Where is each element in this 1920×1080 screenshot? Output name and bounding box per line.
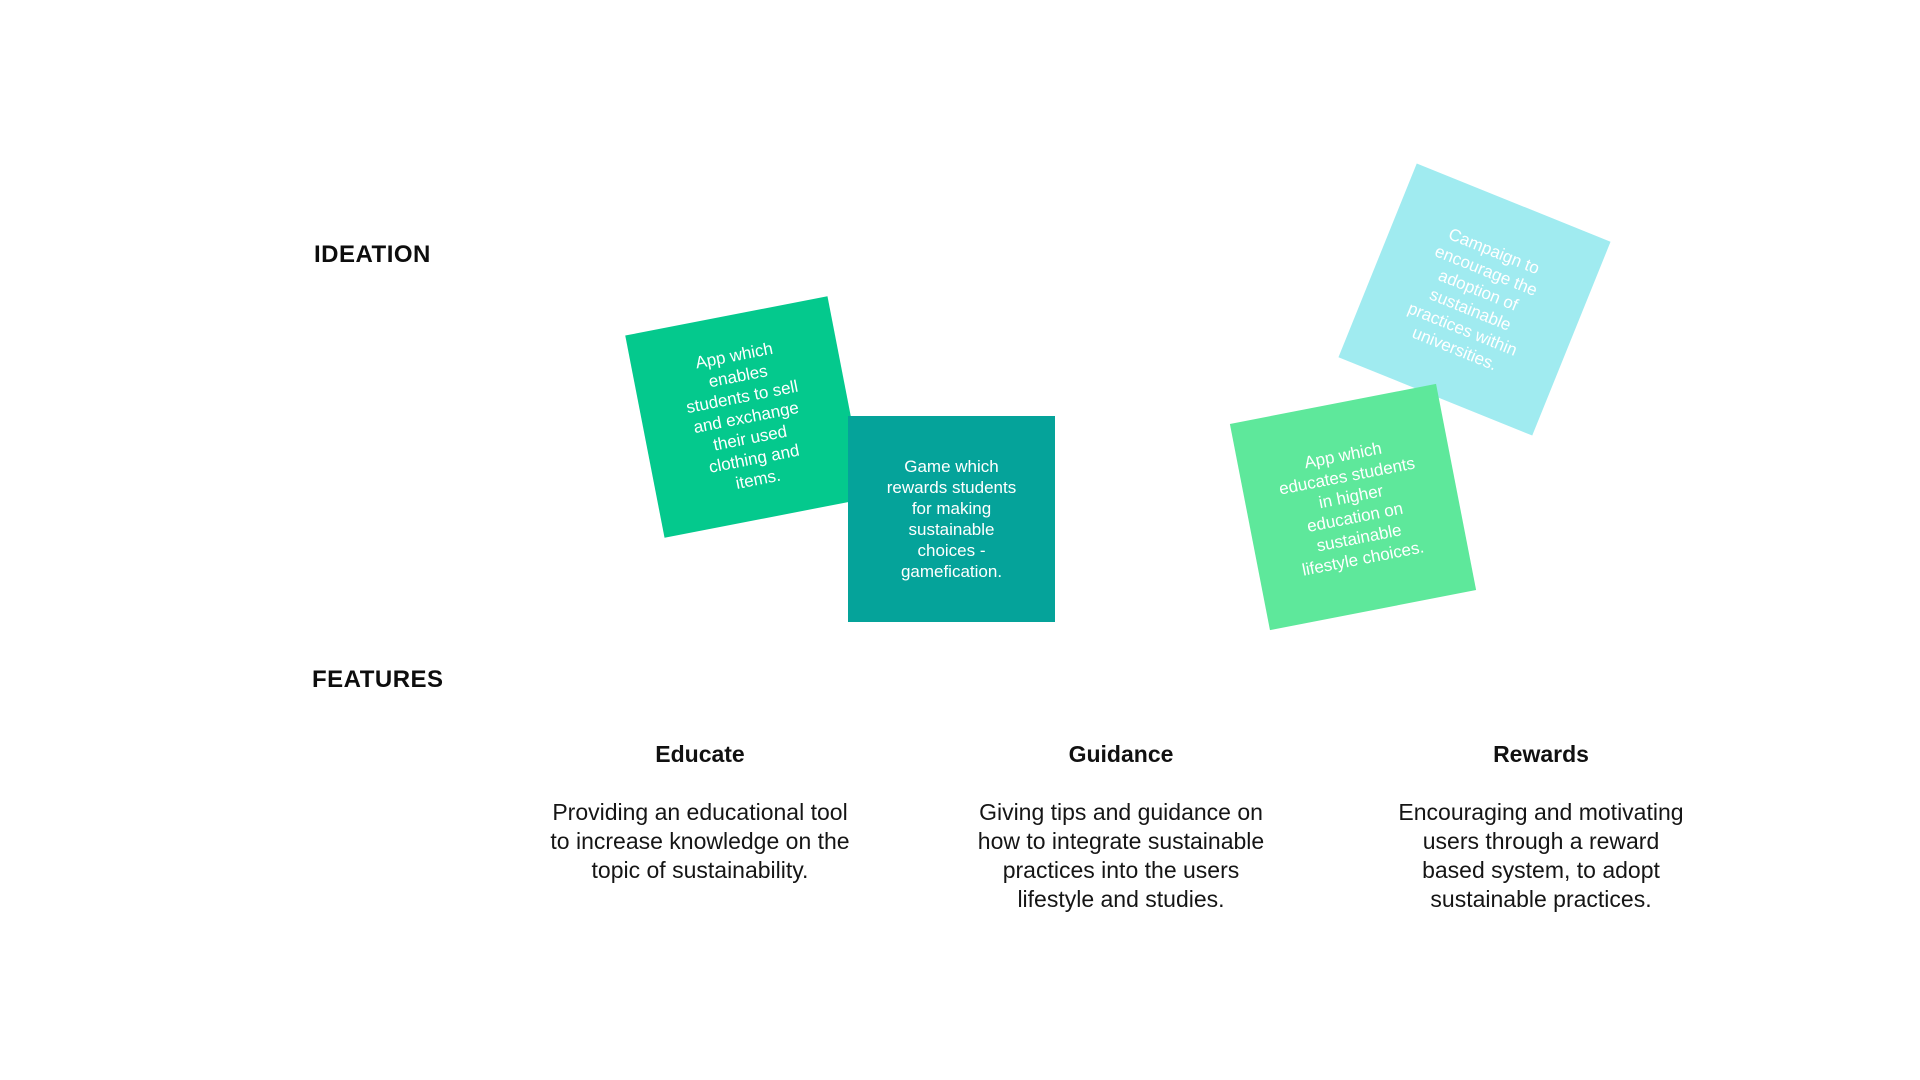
feature-description: Encouraging and motivating users through… <box>1398 799 1684 912</box>
sticky-note-text: App which educates students in higher ed… <box>1277 438 1426 580</box>
feature-title: Rewards <box>1493 741 1589 767</box>
feature-guidance: Guidance Giving tips and guidance on how… <box>971 740 1271 914</box>
features-heading: FEATURES <box>312 666 444 693</box>
sticky-note-gamefication: Game which rewards students for making s… <box>848 416 1055 622</box>
sticky-note-text: Game which rewards students for making s… <box>886 457 1017 581</box>
feature-title: Educate <box>655 741 745 767</box>
feature-title: Guidance <box>1068 741 1174 767</box>
feature-description: Giving tips and guidance on how to integ… <box>977 799 1265 912</box>
sticky-note-education-app: App which educates students in higher ed… <box>1229 383 1477 631</box>
sticky-note-text: Campaign to encourage the adoption of su… <box>1405 223 1543 374</box>
sticky-note-text: App which enables students to sell and e… <box>684 338 801 493</box>
ideation-heading: IDEATION <box>314 241 431 268</box>
feature-description: Providing an educational tool to increas… <box>550 799 850 883</box>
feature-educate: Educate Providing an educational tool to… <box>550 740 850 885</box>
sticky-note-resale-app: App which enables students to sell and e… <box>625 296 867 538</box>
feature-rewards: Rewards Encouraging and motivating users… <box>1391 740 1691 914</box>
